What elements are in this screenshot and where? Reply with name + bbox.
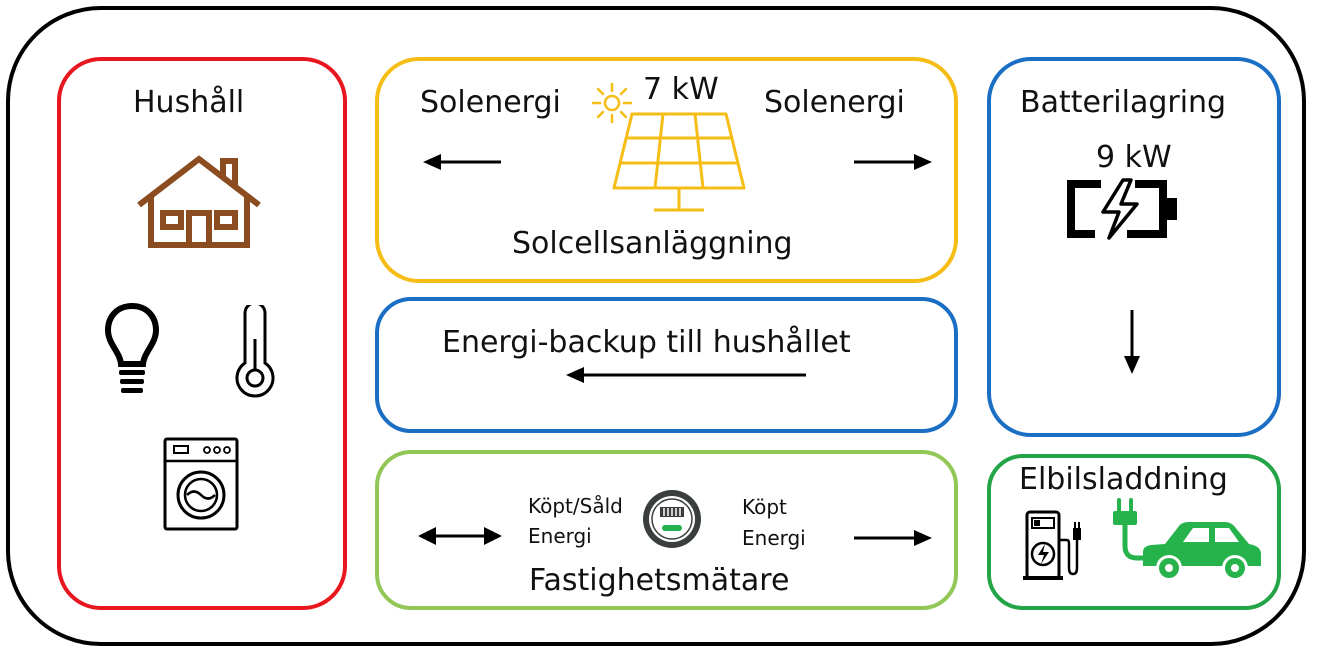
solar-panel-icon (612, 112, 746, 212)
battery-down-arrow (1124, 310, 1140, 374)
ev-charging-panel (987, 454, 1281, 610)
household-title: Hushåll (133, 85, 245, 120)
electricity-meter-icon (643, 490, 701, 548)
meter-bidirectional-arrow (418, 527, 502, 545)
solar-right-label: Solenergi (764, 85, 905, 120)
meter-title: Fastighetsmätare (529, 563, 790, 598)
house-icon (137, 155, 261, 248)
solar-title: Solcellsanläggning (512, 226, 793, 261)
lightbulb-icon (104, 302, 160, 393)
solar-left-arrow (423, 154, 501, 170)
household-panel (57, 57, 347, 610)
meter-right-arrow (854, 530, 932, 546)
meter-right-line1: Köpt (742, 495, 787, 519)
ev-title: Elbilsladdning (1019, 462, 1228, 497)
battery-title: Batterilagring (1020, 85, 1227, 120)
solar-panel-section (375, 57, 958, 283)
battery-power-value: 9 kW (1096, 140, 1172, 175)
solar-power-value: 7 kW (643, 72, 719, 107)
thermometer-icon (235, 305, 275, 398)
system-frame (6, 6, 1306, 646)
backup-panel (375, 297, 958, 433)
battery-charging-icon (1067, 178, 1177, 240)
battery-panel (987, 57, 1281, 437)
charging-station-icon (1023, 510, 1081, 580)
solar-right-arrow (854, 154, 932, 170)
meter-panel (375, 450, 958, 610)
backup-arrow (566, 367, 806, 383)
sun-icon (591, 82, 633, 124)
meter-left-line2: Energi (528, 524, 592, 548)
washing-machine-icon (163, 437, 239, 531)
backup-label: Energi-backup till hushållet (442, 325, 851, 360)
meter-right-line2: Energi (742, 526, 806, 550)
meter-left-line1: Köpt/Såld (528, 494, 623, 518)
electric-car-icon (1143, 522, 1261, 581)
solar-left-label: Solenergi (420, 85, 561, 120)
plug-icon (1113, 498, 1151, 561)
